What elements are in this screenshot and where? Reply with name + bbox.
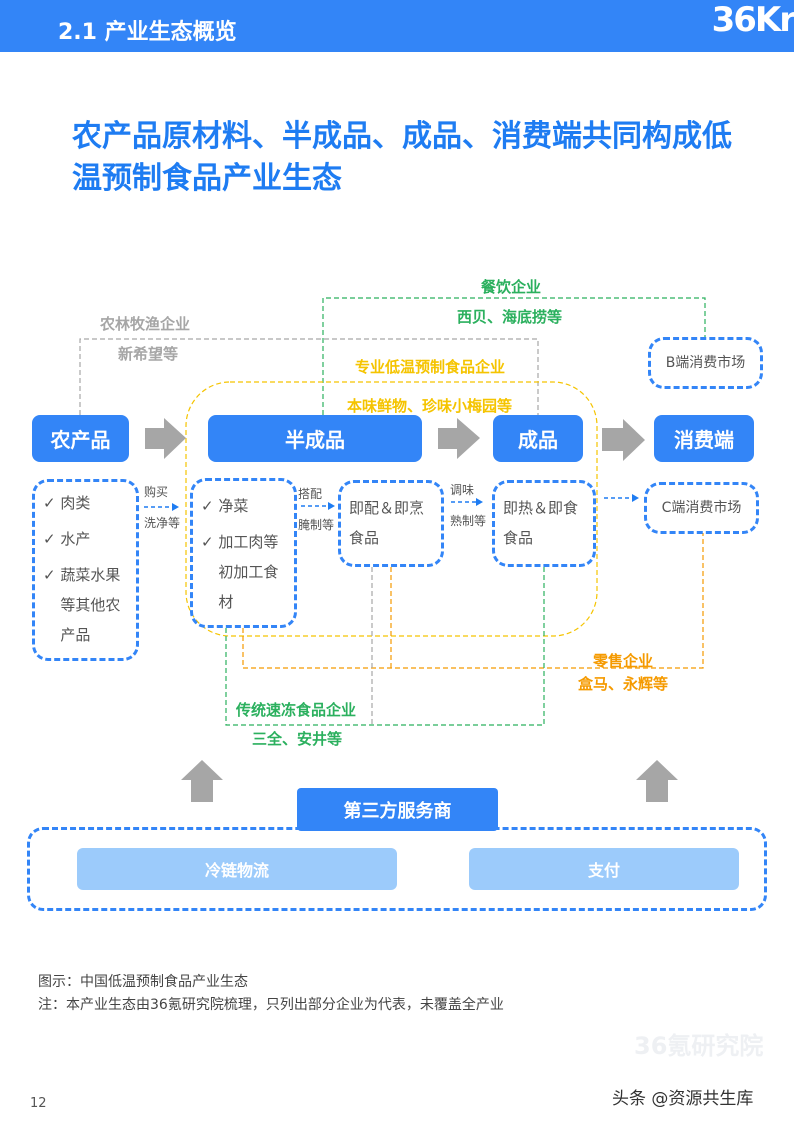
edge-label-match: 搭配 [298, 487, 323, 501]
special-group-examples: 本味鲜物、珍味小梅园等 [347, 397, 513, 415]
agri-group-examples: 新希望等 [118, 345, 179, 363]
retail-line [242, 533, 704, 669]
header-bar [0, 0, 794, 52]
list-item: ✓ 水产 [43, 530, 91, 548]
check-icon: ✓ [43, 530, 61, 548]
figure-note: 注：本产业生态由36氪研究院梳理，只列出部分企业为代表，未覆盖全产业 [38, 997, 504, 1013]
service-payment: 支付 [469, 848, 739, 890]
catering-line [322, 297, 706, 415]
page-title: 农产品原材料、半成品、成品、消费端共同构成低温预制食品产业生态 [72, 119, 732, 196]
special-group-name: 专业低温预制食品企业 [355, 358, 506, 376]
check-icon: ✓ [201, 497, 219, 515]
stage-semi: 半成品 [208, 415, 422, 462]
watermark: 36氪研究院 [634, 1032, 764, 1060]
frozen-group-examples: 三全、安井等 [252, 730, 343, 748]
list-item: ✓ 肉类 [43, 494, 91, 512]
services-title: 第三方服务商 [297, 788, 498, 831]
catering-group-examples: 西贝、海底捞等 [457, 308, 563, 326]
farm-items-box: ✓ 肉类 ✓ 水产 ✓ 蔬菜水果等其他农产品 [32, 479, 139, 661]
c-market-box: C端消费市场 [644, 482, 759, 534]
list-item: ✓ 蔬菜水果等其他农产品 [43, 560, 128, 650]
stage-farm: 农产品 [32, 415, 129, 462]
check-icon: ✓ [201, 533, 219, 551]
retail-group-name: 零售企业 [593, 652, 654, 670]
finished-items-box: 即热＆即食食品 [492, 480, 596, 567]
semi-ready-box: 即配＆即烹食品 [338, 480, 444, 567]
catering-group-name: 餐饮企业 [481, 278, 542, 296]
edge-label-season: 调味 [450, 483, 475, 497]
b-market-box: B端消费市场 [648, 337, 763, 389]
arrow-up-icon [636, 760, 678, 802]
section-title: 2.1 产业生态概览 [58, 20, 237, 45]
stage-finished: 成品 [493, 415, 583, 462]
edge-label-marinate: 腌制等 [298, 518, 335, 532]
semi-items-box: ✓ 净菜 ✓ 加工肉等初加工食材 [190, 478, 297, 628]
arrow-right-icon [145, 418, 186, 459]
logo: 36Kr [711, 0, 794, 40]
edge-label-buy: 购买 [144, 485, 169, 499]
list-item: ✓ 净菜 [201, 497, 249, 515]
frozen-line [225, 567, 545, 726]
check-icon: ✓ [43, 494, 61, 512]
arrowhead-icon [172, 503, 179, 511]
page-number: 12 [30, 1096, 47, 1111]
service-cold-chain: 冷链物流 [77, 848, 397, 890]
agri-line [79, 338, 539, 415]
edge-label-wash: 洗净等 [144, 516, 181, 530]
credit: 头条 @资源共生库 [612, 1089, 754, 1109]
agri-group-name: 农林牧渔企业 [100, 315, 191, 333]
check-icon: ✓ [43, 566, 61, 584]
retail-group-examples: 盒马、永辉等 [578, 675, 669, 693]
arrow-right-icon [438, 418, 480, 459]
frozen-group-name: 传统速冻食品企业 [236, 701, 357, 719]
figure-caption: 图示：中国低温预制食品产业生态 [38, 974, 248, 990]
list-item: ✓ 加工肉等初加工食材 [201, 527, 286, 617]
arrow-right-icon [602, 419, 645, 461]
arrow-up-icon [181, 760, 223, 802]
edge-label-cook: 熟制等 [450, 514, 487, 528]
stage-consumer: 消费端 [654, 415, 754, 462]
